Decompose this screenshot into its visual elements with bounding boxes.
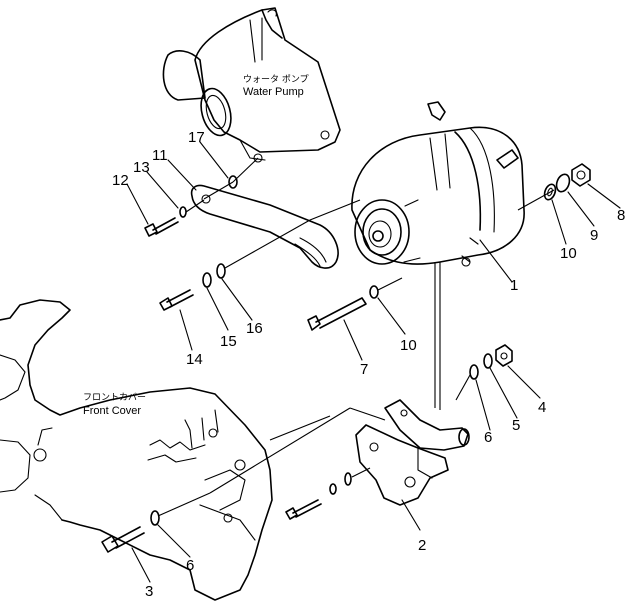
adjusting-bracket [190,184,339,269]
washer-9 [555,173,571,193]
callout-11: 11 [152,147,168,164]
callout-6-left: 6 [186,557,194,574]
callout-5: 5 [512,417,520,434]
alignment-lines [157,157,555,517]
callout-leaders [126,141,621,583]
washer-16 [216,263,226,279]
callout-10-upper: 10 [560,245,577,262]
mounting-bracket [355,399,470,506]
callout-3: 3 [145,583,153,600]
callout-8: 8 [617,207,625,224]
callout-1: 1 [510,277,518,294]
callout-4: 4 [538,399,546,416]
washer-6-left [150,510,160,526]
front-cover [0,299,273,601]
bracket-bolt [285,499,322,520]
water-pump-label-en: Water Pump [243,86,304,98]
washer-5 [483,353,493,369]
callout-17: 17 [188,129,205,146]
callout-7: 7 [360,361,368,378]
callout-6-right: 6 [484,429,492,446]
bolt-14 [159,289,194,311]
water-pump [162,7,341,163]
washer-10-lower [369,285,379,299]
callout-14: 14 [186,351,203,368]
callout-12: 12 [112,172,129,189]
callout-16: 16 [246,320,263,337]
nut-8 [571,163,591,187]
bolt-3 [101,526,145,553]
bolt-12 [144,217,179,237]
callout-10-lower: 10 [400,337,417,354]
water-pump-label-jp: ウォータ ポンプ [243,74,309,85]
callout-13: 13 [133,159,150,176]
washer-6-right [469,364,479,380]
washer-15 [202,272,212,288]
bracket-washer-a [329,483,337,495]
callout-9: 9 [590,227,598,244]
nut-4 [495,344,513,367]
bolt-7 [307,297,367,331]
washer-17 [228,175,238,189]
callout-15: 15 [220,333,237,350]
front-cover-label-jp: フロントカバー [83,392,146,403]
washer-10-upper [543,183,557,201]
washer-13 [179,206,187,218]
alternator [351,101,525,267]
front-cover-label-en: Front Cover [83,405,141,417]
bracket-washer-b [344,472,352,486]
callout-2: 2 [418,537,426,554]
